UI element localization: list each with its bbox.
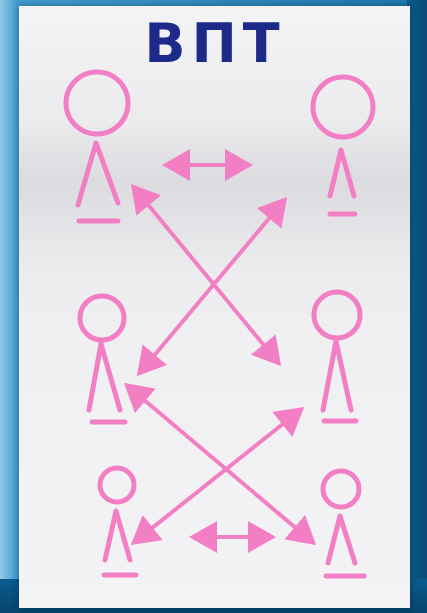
arrow-top-left-to-middle-right [136, 190, 276, 360]
head-icon [100, 468, 134, 502]
figure-bottom-right [323, 471, 364, 576]
body-icon [330, 150, 354, 196]
body-icon [328, 516, 355, 563]
head-icon [323, 471, 359, 507]
figure-middle-left [80, 296, 125, 422]
head-icon [314, 292, 360, 338]
body-icon [105, 511, 130, 560]
body-icon [78, 143, 118, 205]
figure-bottom-left [100, 468, 136, 575]
figure-middle-right [314, 292, 360, 421]
arrow-middle-left-to-bottom-right [130, 388, 310, 540]
arrow-top-right-to-middle-left [142, 203, 282, 370]
arrow-middle-right-to-bottom-left [137, 412, 298, 540]
figure-top-right [313, 77, 373, 214]
head-icon [80, 296, 124, 340]
head-icon [66, 72, 128, 134]
figure-top-left [66, 72, 128, 221]
head-icon [313, 77, 373, 137]
body-icon [323, 341, 351, 410]
body-icon [89, 344, 120, 410]
